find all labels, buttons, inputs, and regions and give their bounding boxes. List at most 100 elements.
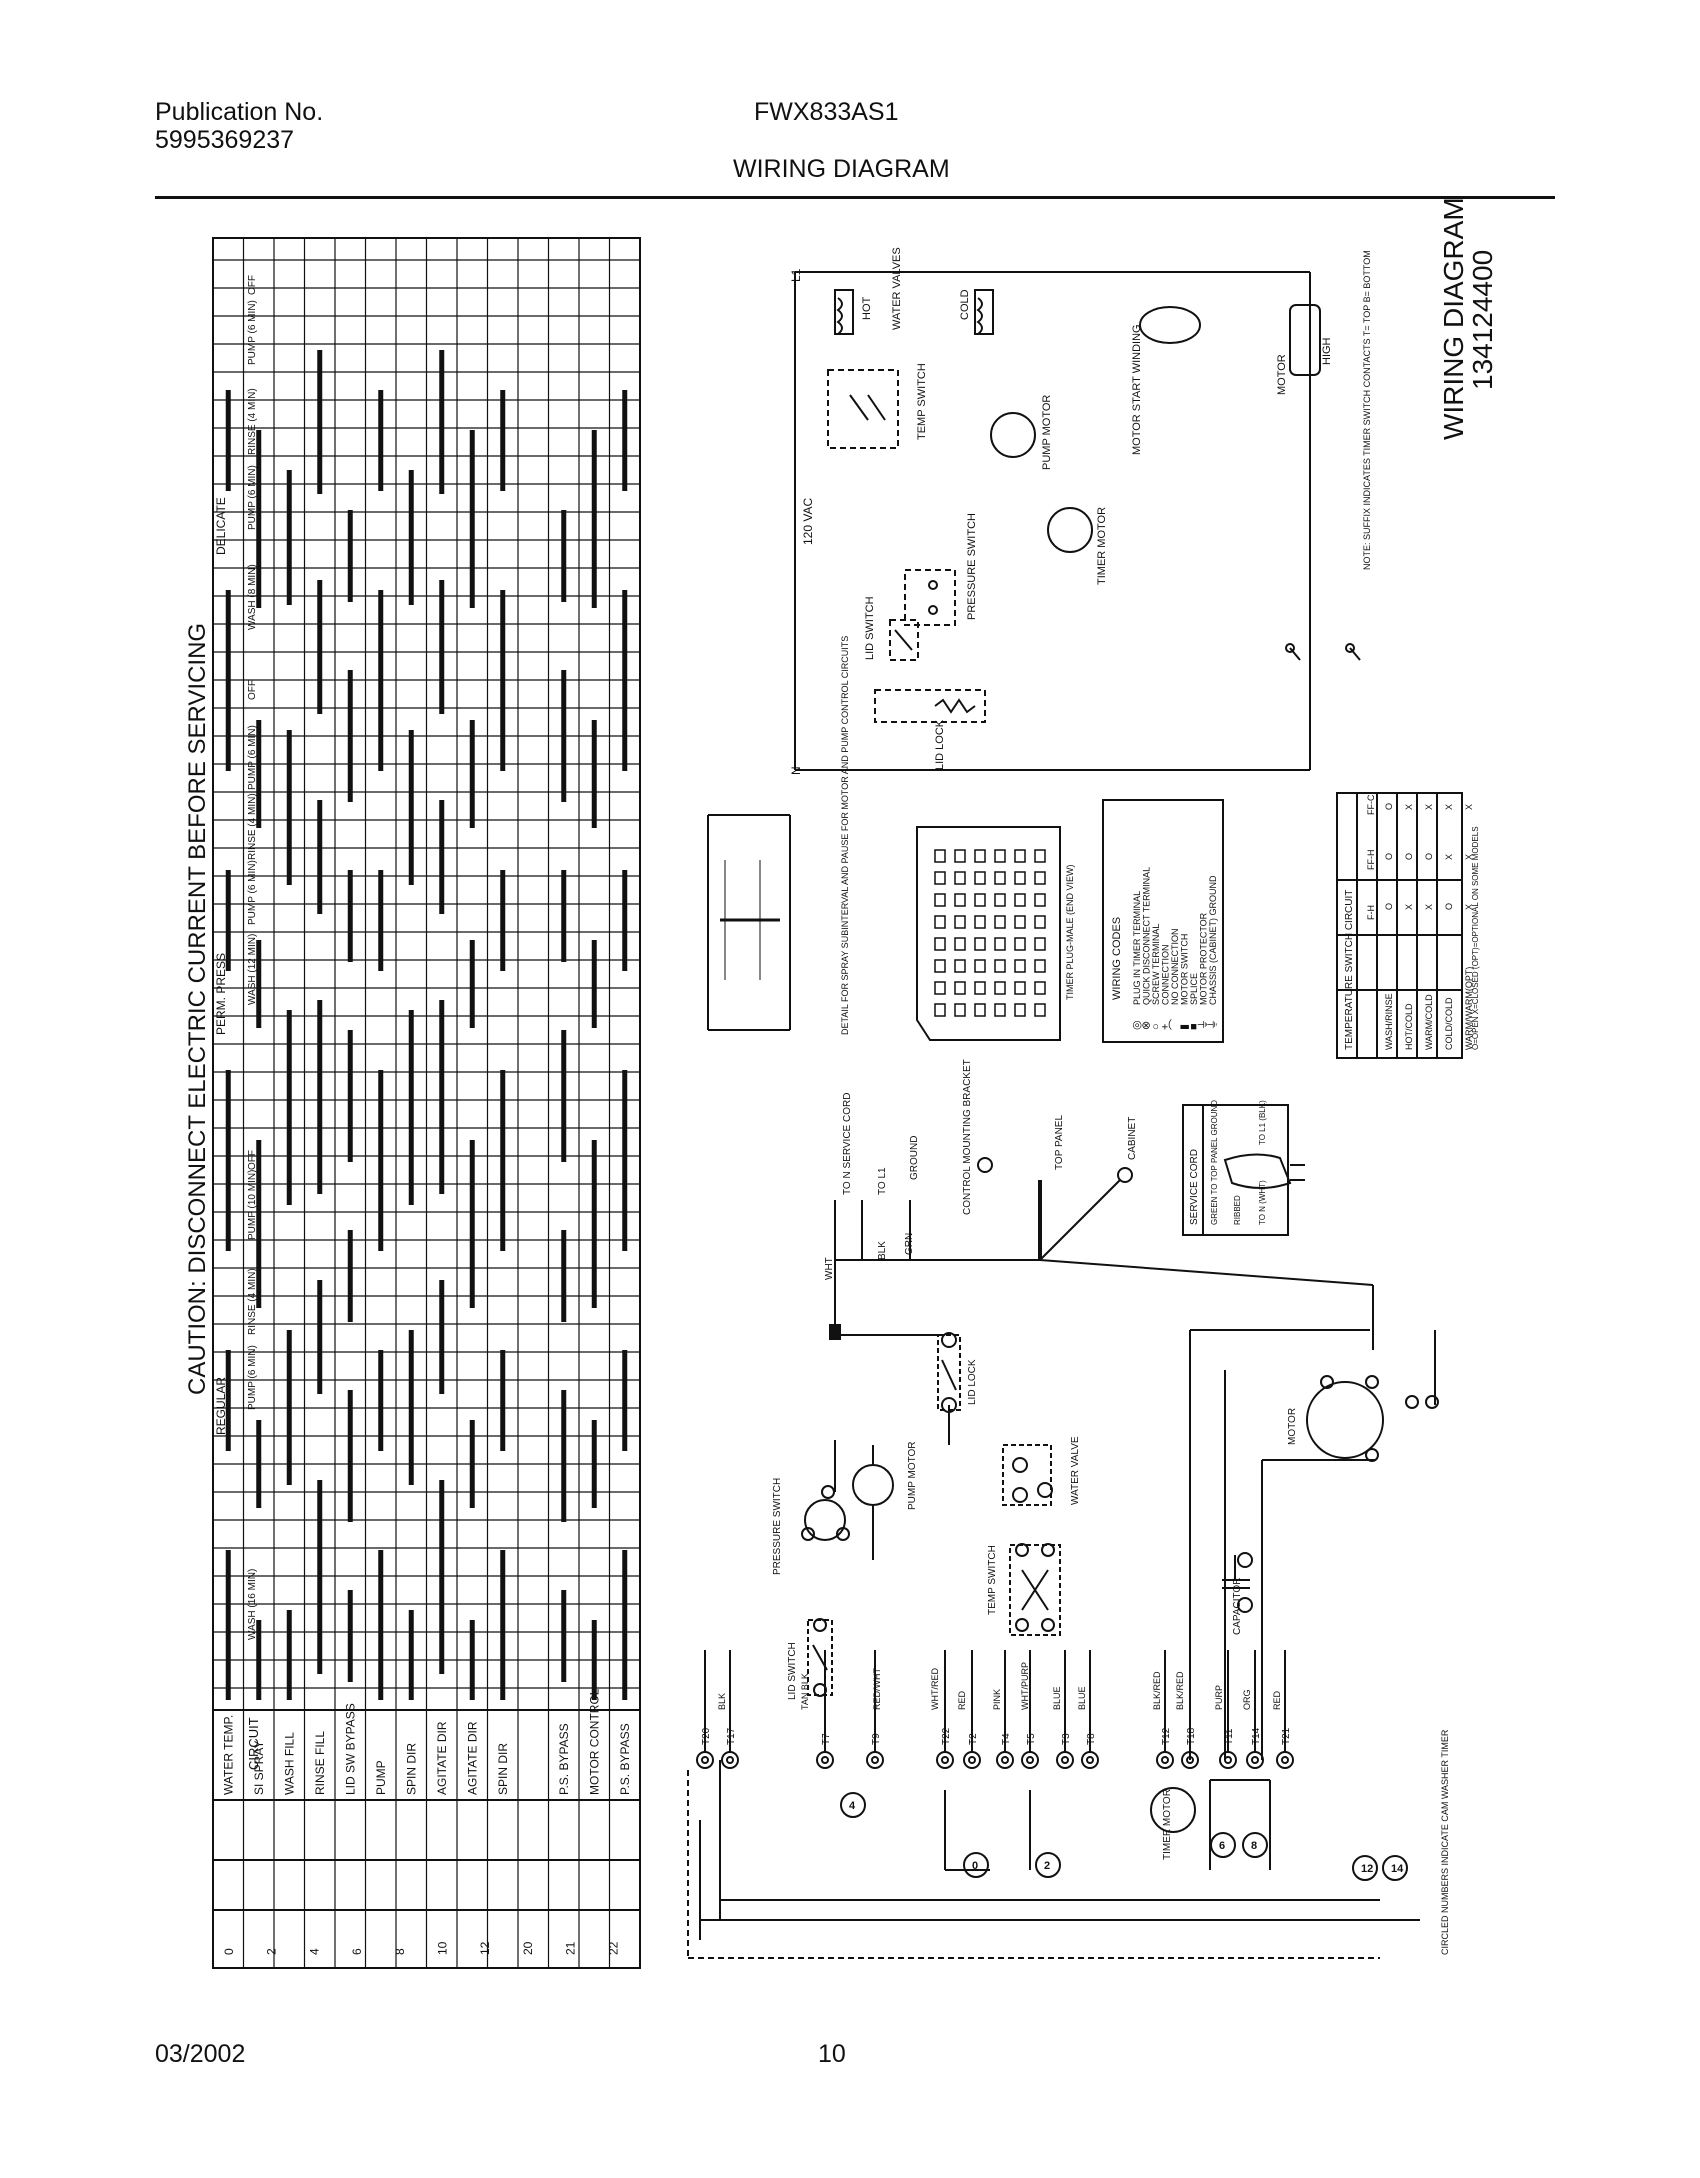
circuit-header: CIRCUIT xyxy=(246,1717,261,1770)
terminal-label: T21 xyxy=(1281,1727,1292,1745)
lid-lock-pictorial-label: LID LOCK xyxy=(967,1359,978,1405)
temp-table-cell: X xyxy=(1464,854,1474,860)
circuit-label: SPIN DIR xyxy=(404,1743,418,1795)
circuit-label: LID SW BYPASS xyxy=(343,1703,357,1795)
wiring-code-symbol: ○ xyxy=(1150,1023,1162,1030)
terminal-center xyxy=(1026,1756,1034,1764)
segment-label: PUMP (6 MIN) xyxy=(247,860,258,925)
plug-pin xyxy=(954,915,966,929)
terminal-center xyxy=(1161,1756,1169,1764)
cam-number: 8 xyxy=(1251,1840,1257,1852)
terminal-label: T4 xyxy=(1001,1733,1012,1745)
wire-color-label: BLK/RED xyxy=(1152,1671,1162,1710)
term-number: 20 xyxy=(521,1941,535,1955)
blk-label: BLK xyxy=(877,1241,888,1260)
wiring-code-label: SPLICE xyxy=(1189,973,1199,1005)
terminal xyxy=(936,1751,954,1769)
n-label: N xyxy=(789,766,803,775)
terminal-center xyxy=(968,1756,976,1764)
publication-label: Publication No. xyxy=(155,98,324,126)
circuit-label: P.S. BYPASS xyxy=(557,1723,571,1795)
l1-label: L1 xyxy=(789,268,803,282)
diagram-title: WIRING DIAGRAM xyxy=(1438,197,1469,440)
ground-label: GROUND xyxy=(909,1136,920,1180)
segment-label: OFF xyxy=(247,680,258,700)
service-cord-box xyxy=(1182,1104,1305,1236)
term-number: 21 xyxy=(564,1941,578,1955)
plug-pin xyxy=(994,981,1006,995)
wiring-code-label: CONNECTION xyxy=(1161,945,1171,1006)
plug-pin xyxy=(1034,893,1046,907)
wiring-code-symbol: ⏚ xyxy=(1197,1019,1210,1030)
wiring-code-symbol: ⊗ xyxy=(1141,1021,1153,1030)
plug-pin xyxy=(1034,1003,1046,1017)
segment-label: RINSE (4 MIN) xyxy=(247,388,258,455)
spray-detail xyxy=(707,814,791,1031)
terminal-label: T9 xyxy=(871,1733,882,1745)
circuit-label: SI SPRAY xyxy=(252,1741,266,1795)
term-number: 6 xyxy=(350,1948,364,1955)
terminal-center xyxy=(1086,1756,1094,1764)
capacitor-label: CAPACITOR xyxy=(1232,1578,1243,1635)
terminal-label: T5 xyxy=(1026,1733,1037,1745)
motor-label: MOTOR xyxy=(1276,354,1288,395)
plug-pin xyxy=(974,959,986,973)
wiring-code-symbol: ▮ xyxy=(1179,1024,1191,1030)
plug-pin xyxy=(1014,915,1026,929)
plug-pin xyxy=(934,959,946,973)
wht-label: WHT xyxy=(824,1257,835,1280)
plug-pin xyxy=(934,849,946,863)
plug-pin xyxy=(934,893,946,907)
temp-table-cell: X xyxy=(1404,804,1414,810)
terminal-center xyxy=(701,1756,709,1764)
terminal xyxy=(1056,1751,1074,1769)
segment-label: OFF xyxy=(247,1150,258,1170)
wire-color-label: RED/WHT xyxy=(872,1668,882,1710)
temp-table-row-label: COLD/COLD xyxy=(1444,997,1454,1050)
cam-number: 6 xyxy=(1219,1840,1225,1852)
terminal xyxy=(1081,1751,1099,1769)
terminal xyxy=(1156,1751,1174,1769)
term-number: 12 xyxy=(478,1941,492,1955)
terminal xyxy=(721,1751,739,1769)
timer-plug-label: TIMER PLUG-MALE (END VIEW) xyxy=(1065,864,1075,1000)
lid-switch-label: LID SWITCH xyxy=(864,596,876,660)
temp-table-cell: X xyxy=(1444,854,1454,860)
wire-color-label: PINK xyxy=(992,1689,1002,1710)
segment-label: RINSE (4 MIN) xyxy=(247,1268,258,1335)
plug-pin xyxy=(994,959,1006,973)
terminal-label: T14 xyxy=(1251,1727,1262,1745)
terminal-label: T3 xyxy=(1061,1733,1072,1745)
terminal-label: T20 xyxy=(701,1727,712,1745)
terminal-center xyxy=(941,1756,949,1764)
segment-label: PUMP (6 MIN) xyxy=(247,300,258,365)
segment-label: PUMP (6 MIN) xyxy=(247,465,258,530)
circuit-label: P.S. BYPASS xyxy=(618,1723,632,1795)
plug-pin xyxy=(974,893,986,907)
service-cord-title: SERVICE CORD xyxy=(1189,1149,1200,1225)
plug-pin xyxy=(934,981,946,995)
caution-text: CAUTION: DISCONNECT ELECTRIC CURRENT BEF… xyxy=(184,623,211,1395)
terminal xyxy=(816,1751,834,1769)
temp-switch-label: TEMP SWITCH xyxy=(916,363,928,440)
footer-page-number: 10 xyxy=(818,2040,846,2068)
temp-table-legend: O=OPEN X=CLOSED (OPT)=OPTIONAL ON SOME M… xyxy=(1471,826,1480,1050)
plug-pin xyxy=(934,1003,946,1017)
terminal-center xyxy=(1281,1756,1289,1764)
cycle-label: REGULAR xyxy=(214,1377,228,1435)
wiring-code-symbol: ■ xyxy=(1188,1023,1200,1030)
terminal xyxy=(1021,1751,1039,1769)
temp-table-cell: X xyxy=(1464,904,1474,910)
segment-label: RINSE (4 MIN) xyxy=(247,793,258,860)
term-number: 4 xyxy=(307,1948,321,1955)
plug-pin xyxy=(1014,959,1026,973)
plug-pin xyxy=(994,871,1006,885)
plug-pin xyxy=(1014,893,1026,907)
terminal-label: T18 xyxy=(1186,1727,1197,1745)
wire-color-label: BLUE xyxy=(1077,1686,1087,1710)
plug-pin xyxy=(974,849,986,863)
cycle-label: PERM. PRESS xyxy=(214,953,228,1035)
segment-label: WASH (8 MIN) xyxy=(247,564,258,630)
plug-pin xyxy=(1034,849,1046,863)
plug-pin xyxy=(1014,937,1026,951)
